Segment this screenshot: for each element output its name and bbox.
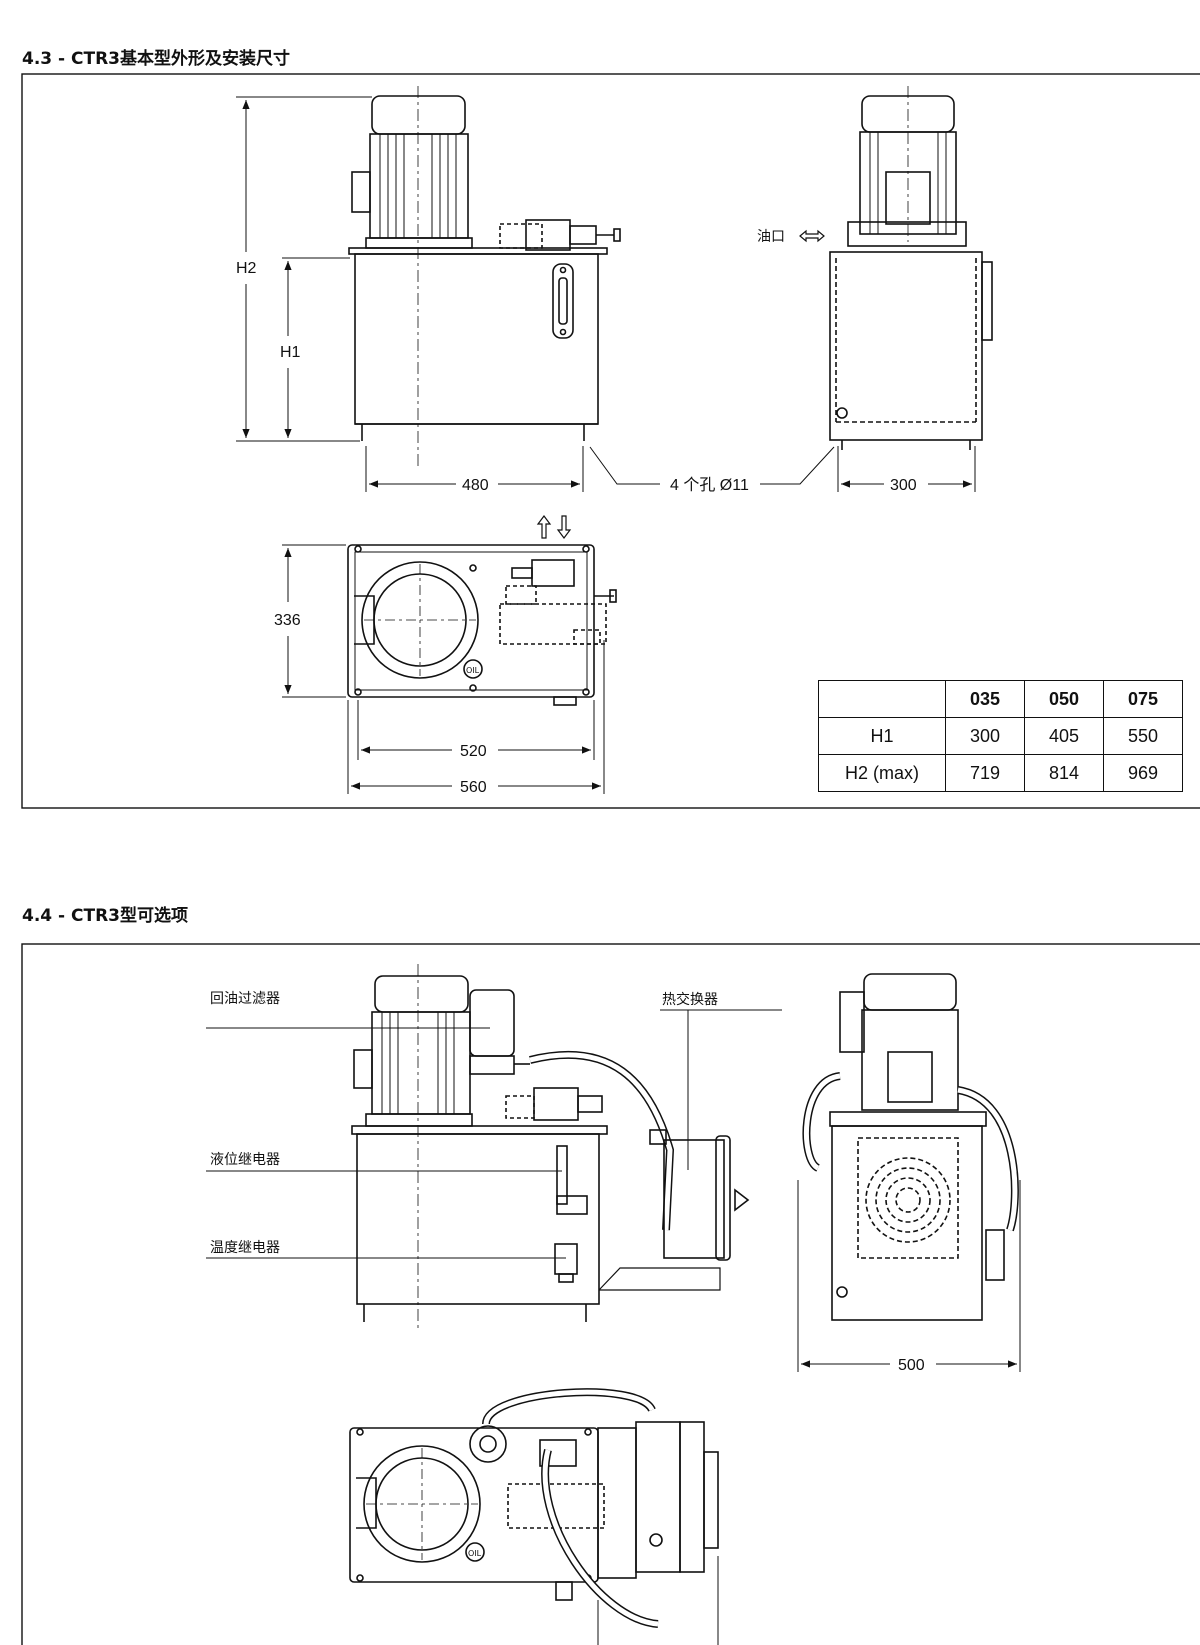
- oil-mark-2: OIL: [468, 1549, 482, 1558]
- table-row: H2 (max) 719 814 969: [818, 754, 1183, 792]
- dim-336-label: 336: [274, 612, 301, 629]
- label-level-relay: 液位继电器: [210, 1152, 280, 1168]
- table-row-label: H2 (max): [818, 754, 946, 792]
- table-cell: 969: [1103, 754, 1183, 792]
- label-heat-exchanger: 热交换器: [662, 991, 718, 1008]
- table-cell: 300: [945, 717, 1025, 755]
- frame-4-4: [21, 943, 1200, 1645]
- table-cell: 405: [1024, 717, 1104, 755]
- side-view: [829, 86, 993, 450]
- dim-500-label: 500: [898, 1357, 925, 1374]
- table-cell: 550: [1103, 717, 1183, 755]
- table-cell: 814: [1024, 754, 1104, 792]
- dim-h1-label: H1: [280, 344, 301, 361]
- frame-4-3: [21, 73, 1200, 809]
- section-title-4-4: 4.4 - CTR3型可选项: [22, 906, 188, 926]
- section-title-4-3: 4.3 - CTR3基本型外形及安装尺寸: [22, 49, 290, 69]
- front-view: [348, 86, 621, 470]
- holes-leader: [589, 446, 835, 485]
- oil-mark-1: OIL: [466, 666, 480, 675]
- dim-500: [797, 1180, 1021, 1372]
- dim-480-label: 480: [462, 477, 489, 494]
- label-temp-relay: 温度继电器: [210, 1240, 280, 1256]
- dim-h2: [236, 96, 372, 442]
- dim-560: [347, 700, 605, 794]
- holes-label: 4 个孔 Ø11: [670, 476, 749, 494]
- label-return-filter: 回油过滤器: [210, 991, 280, 1007]
- table-row-label: H1: [818, 717, 946, 755]
- options-top-view: [349, 1388, 719, 1645]
- dim-300-label: 300: [890, 477, 917, 494]
- top-view: [347, 544, 617, 706]
- table-col-075: 075: [1103, 680, 1183, 718]
- table-col-035: 035: [945, 680, 1025, 718]
- dim-336: [282, 544, 346, 698]
- flow-arrows-icon: [536, 515, 572, 539]
- dim-300: [837, 446, 976, 492]
- dim-h2-label: H2: [236, 260, 257, 277]
- dim-520-label: 520: [460, 743, 487, 760]
- table-row: H1 300 405 550: [818, 717, 1183, 755]
- options-side-view: [802, 973, 1019, 1321]
- dimension-table: 035 050 075 H1 300 405 550 H2 (max) 719 …: [818, 680, 1183, 792]
- port-arrow-icon: [799, 229, 825, 243]
- option-leaders: [206, 1009, 782, 1259]
- options-front-view: [351, 964, 750, 1330]
- dim-h1: [282, 257, 350, 438]
- table-header-row: 035 050 075: [818, 680, 1183, 718]
- dim-480: [365, 446, 584, 492]
- table-corner-cell: [818, 680, 946, 718]
- port-label: 油口: [757, 229, 785, 245]
- table-col-050: 050: [1024, 680, 1104, 718]
- dim-520: [357, 700, 595, 760]
- table-cell: 719: [945, 754, 1025, 792]
- dim-560-label: 560: [460, 779, 487, 796]
